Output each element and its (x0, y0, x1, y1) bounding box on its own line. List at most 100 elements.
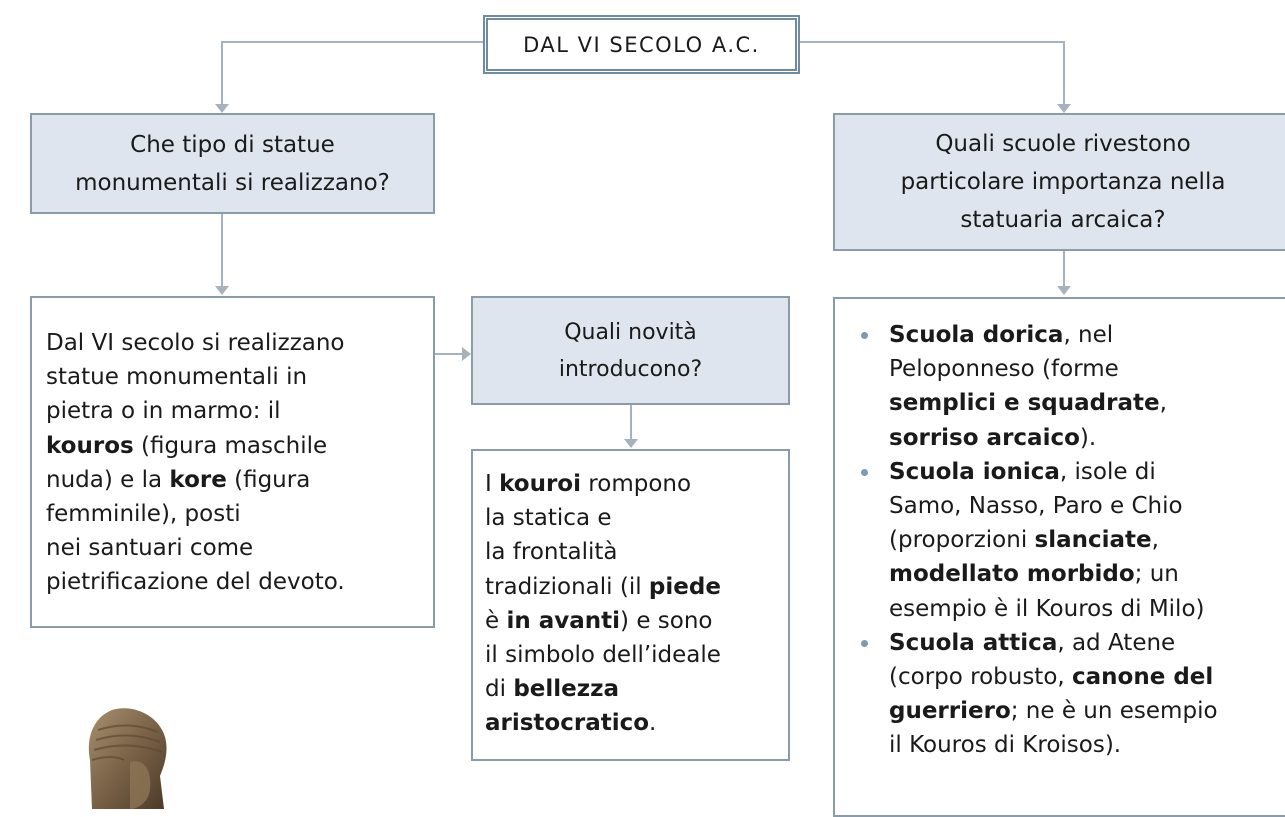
text-segment: ). (1079, 424, 1097, 451)
text-line: pietra o in marmo: il (46, 394, 433, 428)
text-line: (proporzioni slanciate, (889, 523, 1285, 557)
text-segment: la statica e (485, 505, 612, 532)
diagram-title: DAL VI SECOLO A.C. (483, 15, 800, 74)
text-line: aristocratico. (485, 706, 788, 740)
left-answer-text: Dal VI secolo si realizzano statue monume… (46, 326, 433, 600)
text-line: Scuola attica, ad Atene (889, 626, 1285, 660)
text-segment: , nel (1063, 322, 1114, 348)
text-line: la frontalità (485, 535, 788, 569)
text-line: Scuola ionica, isole di (889, 455, 1285, 489)
text-segment: Dal VI secolo si realizzano (46, 330, 345, 356)
text-segment: è (485, 607, 507, 634)
diagram-title-text: DAL VI SECOLO A.C. (523, 32, 760, 57)
text-line: di bellezza (485, 672, 788, 706)
bold-term: bellezza (513, 676, 620, 703)
text-line: (corpo robusto, canone del (889, 660, 1285, 694)
text-segment: statue monumentali in (46, 364, 308, 391)
text-segment: esempio è il Kouros di Milo) (889, 595, 1205, 622)
text-segment: ) e sono (620, 607, 713, 634)
text-line: nuda) e la kore (figura (46, 463, 433, 497)
bold-term: kouros (46, 432, 134, 459)
text-line: guerriero; ne è un esempio (889, 694, 1285, 728)
bold-term: kouroi (499, 471, 581, 497)
arrow-head (1057, 286, 1071, 295)
kouros-statue-image (88, 708, 167, 809)
arrow-head (215, 286, 229, 295)
text-segment: la frontalità (485, 539, 618, 566)
text-segment: il Kouros di Kroisos). (889, 732, 1122, 759)
text-segment: tradizionali (il (485, 573, 649, 600)
bold-term: canone del (1072, 664, 1214, 691)
text-line: nei santuari come (46, 531, 433, 565)
text-segment: , isole di (1059, 458, 1156, 485)
text-line: tradizionali (il piede (485, 570, 788, 604)
text-segment: I (485, 471, 500, 497)
left-question-box: Che tipo di statue monumentali si realiz… (30, 113, 435, 214)
bold-term: slanciate (1034, 527, 1152, 554)
bold-term: kore (169, 466, 227, 493)
arrow-head (624, 439, 638, 448)
middle-answer-box: I kouroi rompono la statica e la frontalit… (471, 449, 790, 761)
text-segment: , (1151, 527, 1159, 554)
text-line: semplici e squadrate, (889, 386, 1285, 420)
text-line: I kouroi rompono (485, 467, 788, 501)
text-segment: Samo, Nasso, Paro e Chio (889, 493, 1183, 520)
bold-term: Scuola dorica (889, 322, 1064, 348)
text-line: Samo, Nasso, Paro e Chio (889, 489, 1285, 523)
text-segment: (figura (226, 466, 311, 493)
right-question-box: Quali scuole rivestono particolare impor… (833, 113, 1285, 251)
text-segment: pietrificazione del devoto. (46, 569, 345, 596)
text-segment: femminile), posti (46, 501, 241, 528)
text-line: Peloponneso (forme (889, 352, 1285, 386)
text-line: statue monumentali in (46, 360, 433, 394)
arrow-head (215, 104, 229, 113)
bold-term: sorriso arcaico (889, 424, 1080, 451)
text-segment: (proporzioni (889, 527, 1035, 554)
text-segment: (corpo robusto, (889, 664, 1073, 691)
text-line: sorriso arcaico). (889, 421, 1285, 455)
text-segment: Peloponneso (forme (889, 356, 1119, 383)
text-segment: rompono (581, 471, 692, 497)
right-question-text: Quali scuole rivestono particolare impor… (900, 131, 1226, 233)
bold-term: Scuola attica (889, 629, 1058, 656)
text-line: femminile), posti (46, 497, 433, 531)
text-line: il Kouros di Kroisos). (889, 728, 1285, 762)
text-segment: nuda) e la (46, 466, 170, 493)
text-line: Scuola dorica, nel (889, 318, 1285, 352)
text-segment: pietra o in marmo: il (46, 398, 281, 425)
middle-answer-text: I kouroi rompono la statica e la frontalit… (485, 467, 788, 741)
left-question-text: Che tipo di statue monumentali si realiz… (75, 131, 390, 196)
bold-term: piede (648, 573, 721, 600)
list-item: Scuola ionica, isole di Samo, Nasso, Paro… (849, 455, 1285, 626)
bold-term: in avanti (506, 607, 621, 634)
left-answer-box: Dal VI secolo si realizzano statue monume… (30, 296, 435, 628)
bold-term: modellato morbido (889, 561, 1135, 588)
arrow-head (1057, 104, 1071, 113)
text-line: è in avanti) e sono (485, 604, 788, 638)
bold-term: aristocratico (485, 710, 650, 737)
text-segment: ; un (1134, 561, 1179, 588)
text-line: il simbolo dell’ideale (485, 638, 788, 672)
bold-term: semplici e squadrate (889, 390, 1160, 417)
text-segment: di (485, 676, 514, 703)
text-line: kouros (figura maschile (46, 429, 433, 463)
text-line: esempio è il Kouros di Milo) (889, 592, 1285, 626)
text-line: modellato morbido; un (889, 557, 1285, 591)
text-line: pietrificazione del devoto. (46, 565, 433, 599)
text-segment: , ad Atene (1057, 629, 1176, 656)
text-segment: nei santuari come (46, 535, 254, 562)
text-segment: , (1159, 390, 1167, 417)
list-item: Scuola attica, ad Atene(corpo robusto, c… (849, 626, 1285, 763)
middle-question-text: Quali novità introducono? (558, 319, 703, 382)
arrow-head (462, 347, 471, 361)
bold-term: Scuola ionica (889, 458, 1060, 485)
text-segment: (figura maschile (133, 432, 328, 459)
text-segment: . (649, 710, 657, 737)
text-line: la statica e (485, 501, 788, 535)
middle-question-box: Quali novità introducono? (471, 296, 790, 405)
bold-term: guerriero (889, 698, 1011, 725)
